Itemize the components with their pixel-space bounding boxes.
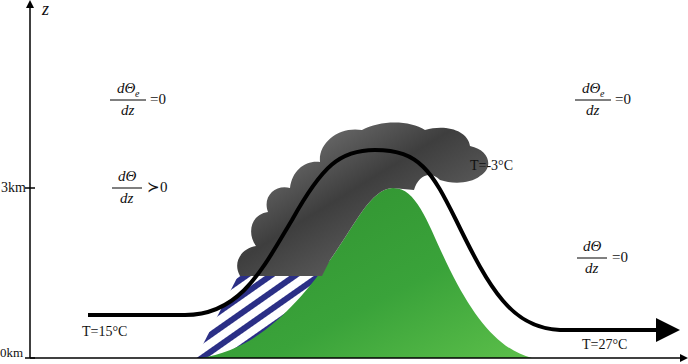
subscript: e	[135, 88, 139, 99]
relation: =0	[150, 91, 166, 108]
fraction-numerator: dΘ	[118, 168, 136, 185]
axis-label: z	[42, 0, 49, 20]
fraction-denominator: dz	[121, 102, 134, 119]
temperature-label: T=-3°C	[470, 158, 513, 173]
fraction-bar	[577, 258, 607, 259]
fraction-numerator: dΘ	[117, 80, 135, 97]
airflow-line	[88, 150, 668, 330]
fraction-denominator: dz	[585, 260, 598, 277]
subscript: e	[600, 88, 604, 99]
x-axis	[30, 357, 684, 359]
temperature-label: T=27°C	[582, 337, 627, 352]
fraction-bar	[112, 188, 142, 189]
z-axis	[29, 4, 31, 358]
relation: =0	[615, 91, 631, 108]
fraction-numerator: dΘ	[583, 238, 601, 255]
axis-tick	[25, 187, 35, 189]
axis-tick	[25, 357, 35, 359]
axis-label: 0km	[0, 346, 23, 360]
fraction-denominator: dz	[586, 102, 599, 119]
orographic-cloud	[237, 123, 488, 277]
fraction-denominator: dz	[120, 190, 133, 207]
fraction-bar	[110, 100, 146, 101]
temperature-label: T=15°C	[82, 324, 127, 339]
fraction-bar	[575, 100, 611, 101]
relation: =0	[612, 249, 628, 266]
axis-label: 3km	[1, 180, 26, 195]
fraction-numerator: dΘ	[582, 80, 600, 97]
relation: ≻0	[147, 179, 168, 196]
